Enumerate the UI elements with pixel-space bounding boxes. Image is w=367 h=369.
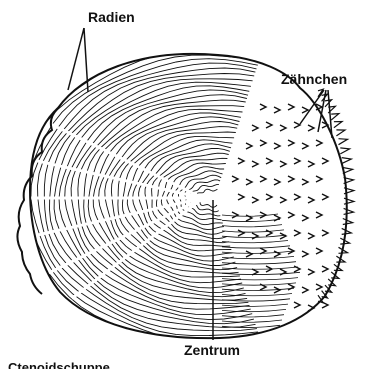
growth-ring	[222, 320, 282, 322]
denticle	[302, 107, 308, 113]
denticle	[266, 158, 272, 164]
denticle	[252, 125, 258, 131]
denticle	[252, 233, 258, 239]
growth-ring	[222, 246, 290, 248]
denticle	[322, 158, 328, 164]
denticle	[302, 143, 308, 149]
marginal-spine	[334, 122, 342, 128]
denticle	[260, 104, 266, 110]
denticle	[308, 269, 314, 275]
denticle	[308, 197, 314, 203]
denticle	[302, 287, 308, 293]
denticle	[294, 158, 300, 164]
growth-ring	[222, 325, 280, 327]
scalloped-edge	[17, 108, 58, 294]
radien-pointer-1	[68, 28, 84, 90]
growth-ring	[222, 241, 288, 243]
denticle	[246, 251, 252, 257]
denticle	[274, 107, 280, 113]
denticle	[280, 197, 286, 203]
denticle	[302, 179, 308, 185]
denticle	[274, 179, 280, 185]
growth-ring	[222, 278, 298, 280]
growth-ring	[222, 309, 286, 311]
denticle	[238, 158, 244, 164]
denticle	[316, 212, 322, 218]
denticle	[316, 284, 322, 290]
denticle	[280, 269, 286, 275]
denticle	[232, 212, 238, 218]
radius-groove	[49, 198, 204, 273]
denticle	[274, 251, 280, 257]
denticle	[274, 143, 280, 149]
denticle	[246, 179, 252, 185]
label-zaehnchen: Zähnchen	[281, 72, 347, 86]
denticle	[232, 176, 238, 182]
marginal-spine	[336, 130, 345, 136]
marginal-spine	[340, 148, 349, 154]
growth-ring	[222, 251, 292, 253]
denticle	[294, 302, 300, 308]
denticle	[260, 212, 266, 218]
denticle	[252, 161, 258, 167]
denticle	[266, 122, 272, 128]
denticle	[316, 140, 322, 146]
marginal-spine	[331, 114, 339, 121]
denticle	[294, 230, 300, 236]
denticle	[260, 176, 266, 182]
denticle	[252, 197, 258, 203]
growth-ring	[222, 304, 288, 306]
marginal-spine	[344, 198, 354, 204]
marginal-spine	[342, 158, 352, 164]
denticle	[294, 194, 300, 200]
denticle	[302, 215, 308, 221]
growth-ring	[222, 235, 286, 237]
growth-ring	[222, 283, 296, 285]
label-caption-cropped: Ctenoidschuppe	[8, 361, 110, 369]
denticle	[316, 176, 322, 182]
growth-ring	[222, 230, 284, 232]
denticle	[322, 230, 328, 236]
denticle	[294, 266, 300, 272]
denticle	[280, 125, 286, 131]
growth-ring	[222, 225, 282, 227]
denticle	[288, 104, 294, 110]
label-zentrum: Zentrum	[184, 343, 240, 357]
denticle	[252, 269, 258, 275]
denticle	[288, 176, 294, 182]
denticle	[322, 194, 328, 200]
denticle	[260, 140, 266, 146]
denticle	[274, 215, 280, 221]
denticle	[280, 161, 286, 167]
denticle	[288, 212, 294, 218]
denticle	[266, 194, 272, 200]
denticle	[308, 233, 314, 239]
growth-ring	[222, 219, 280, 221]
growth-ring	[222, 294, 292, 296]
growth-ring	[222, 288, 294, 290]
marginal-spine	[339, 139, 348, 145]
denticle	[246, 143, 252, 149]
denticle	[288, 284, 294, 290]
marginal-spine	[344, 208, 354, 214]
denticle	[238, 230, 244, 236]
denticle	[322, 266, 328, 272]
denticle	[308, 125, 314, 131]
denticle	[308, 161, 314, 167]
denticle	[294, 122, 300, 128]
denticle	[316, 248, 322, 254]
growth-ring	[222, 214, 278, 216]
denticle	[288, 140, 294, 146]
denticle	[238, 194, 244, 200]
marginal-spine	[343, 219, 353, 225]
label-radien: Radien	[88, 10, 135, 24]
growth-ring	[222, 315, 284, 317]
denticle	[302, 251, 308, 257]
